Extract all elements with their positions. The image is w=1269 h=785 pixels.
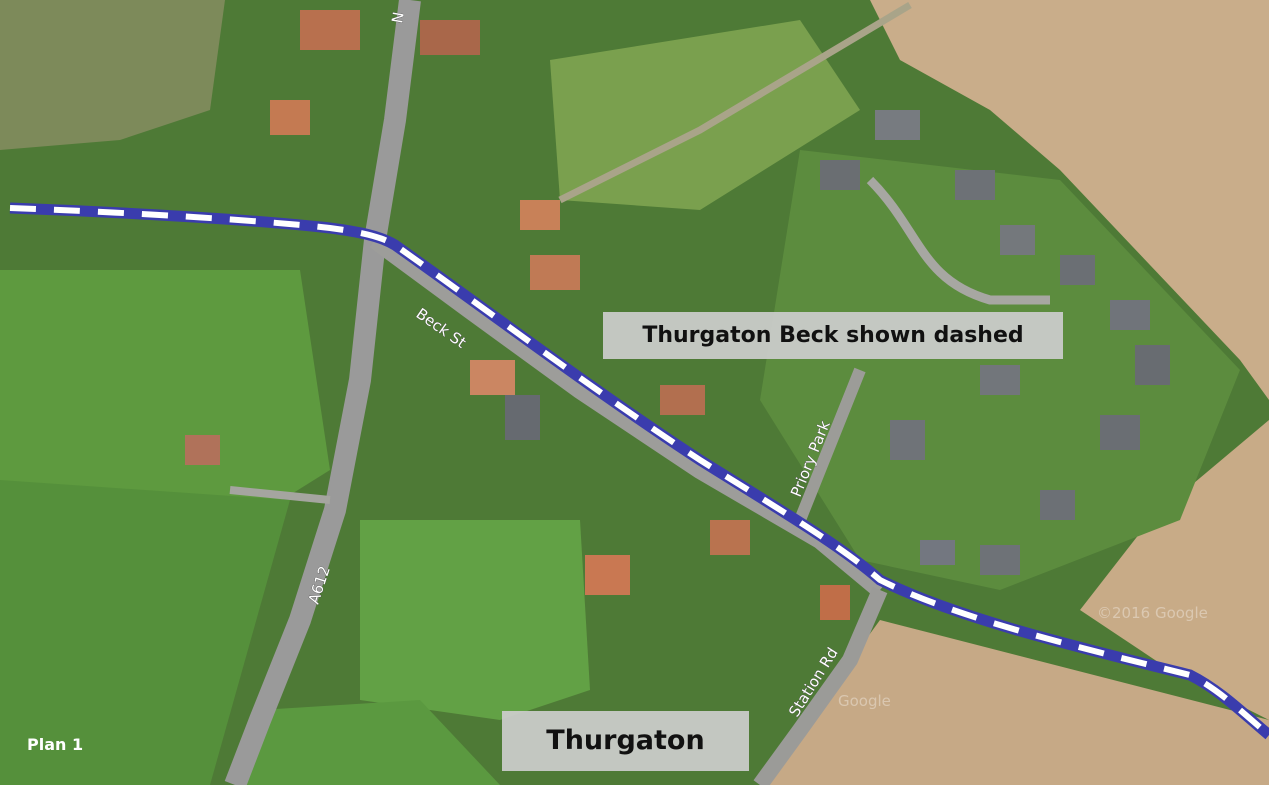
building: [820, 160, 860, 190]
building: [920, 540, 955, 565]
place-caption: Thurgaton: [502, 711, 749, 771]
building: [1100, 415, 1140, 450]
building: [875, 110, 920, 140]
road-label-north: N: [388, 11, 408, 25]
field-left: [0, 270, 330, 520]
side-lane: [229, 486, 331, 504]
field-bottom: [240, 700, 500, 785]
building: [1060, 255, 1095, 285]
field-center: [360, 520, 590, 720]
building: [300, 10, 360, 50]
building: [505, 395, 540, 440]
building: [1110, 300, 1150, 330]
priory-park-road: [794, 367, 866, 523]
priory-park-loop: [866, 176, 1050, 305]
building: [955, 170, 995, 200]
building: [530, 255, 580, 290]
plan-label: Plan 1: [27, 735, 84, 754]
building: [1040, 490, 1075, 520]
road-a612: [224, 0, 421, 785]
building: [660, 385, 705, 415]
building: [420, 20, 480, 55]
ploughed-field-bottom-right: [760, 620, 1269, 785]
building: [585, 555, 630, 595]
beck-caption: Thurgaton Beck shown dashed: [603, 312, 1063, 359]
buildings: [185, 10, 1170, 620]
map-watermark-partial: Google: [838, 692, 891, 710]
building: [710, 520, 750, 555]
building: [185, 435, 220, 465]
building: [470, 360, 515, 395]
building: [1000, 225, 1035, 255]
ploughed-field-right: [1080, 420, 1269, 720]
building: [270, 100, 310, 135]
map-watermark: ©2016 Google: [1097, 604, 1208, 622]
farm-track: [558, 1, 912, 204]
beck-dashes: [9, 205, 1269, 738]
ploughed-field-top-right: [870, 0, 1269, 400]
building: [980, 545, 1020, 575]
road-station-rd: [753, 586, 888, 785]
building: [820, 585, 850, 620]
building: [980, 365, 1020, 395]
building: [520, 200, 560, 230]
field-top-left: [0, 0, 225, 150]
building: [1135, 345, 1170, 385]
building: [890, 420, 925, 460]
field-bottom-left: [0, 480, 290, 785]
